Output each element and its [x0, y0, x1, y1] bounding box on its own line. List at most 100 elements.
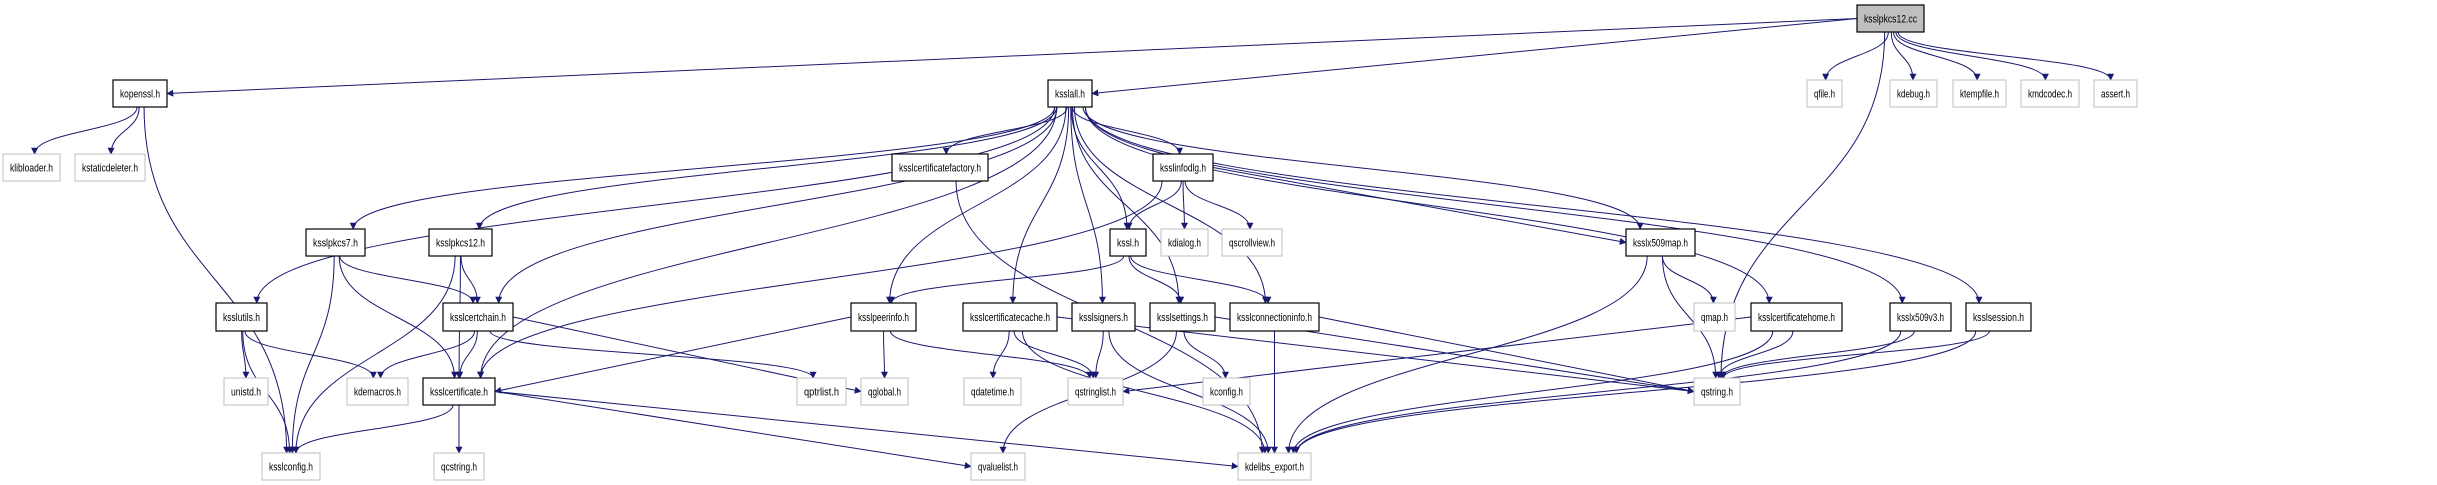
node-label: kdemacros.h [354, 387, 401, 399]
edge-ksslsession-h-to-qstring-h [1720, 330, 1990, 379]
node-ksslx509v3-h[interactable]: ksslx509v3.h [1889, 302, 1952, 332]
node-box [1071, 302, 1136, 332]
node-box [1237, 452, 1312, 481]
node-label: ksslx509v3.h [1897, 312, 1944, 324]
node-label: klibloader.h [10, 163, 53, 175]
node-box [1889, 79, 1938, 108]
node-box [1693, 302, 1736, 332]
node-ksslpeerinfo-h[interactable]: ksslpeerinfo.h [850, 302, 917, 332]
node-label: assert.h [2101, 89, 2130, 101]
edge-ksslinfodlg-h-to-ksslx509map-h [1212, 167, 1627, 245]
edge-ksslx509map-h-to-kdelibs-export-h [1285, 255, 1648, 454]
edge-ksslall-h-to-ksslcertificate-h [477, 106, 1058, 379]
node-box [1202, 377, 1251, 406]
node-box [433, 452, 485, 481]
node-ksslcertificatecache-h[interactable]: ksslcertificatecache.h [962, 302, 1058, 332]
node-ksslsigners-h[interactable]: ksslsigners.h [1071, 302, 1136, 332]
edge-ksslsession-h-to-kdelibs-export-h [1292, 330, 1977, 454]
edge-ksslpeerinfo-h-to-qstringlist-h [889, 330, 1094, 379]
node-label: kstaticdeleter.h [82, 163, 138, 175]
node-ksslpkcs12-cc[interactable]: ksslpkcs12.cc [1856, 4, 1925, 33]
node-ksslinfodlg-h[interactable]: ksslinfodlg.h [1152, 153, 1214, 182]
node-ksslsession-h[interactable]: ksslsession.h [1965, 302, 2032, 332]
node-box [112, 79, 168, 108]
edge-ksslcertificate-h-to-kdelibs-export-h [494, 391, 1239, 470]
edge-ksslcertificatecache-h-to-qstringlist-h [1013, 330, 1097, 379]
node-label: ksslpkcs7.h [313, 238, 358, 250]
edge-ksslall-h-to-ksslx509v3-h [1084, 106, 1906, 304]
node-qstring-h: qstring.h [1693, 377, 1741, 406]
node-label: ksslcertificate.h [430, 387, 488, 399]
edge-kssl-h-to-ksslconnectioninfo-h [1130, 255, 1272, 304]
edge-ksslutils-h-to-kdemacros-h [244, 330, 377, 379]
node-kssl-h[interactable]: kssl.h [1109, 228, 1147, 257]
node-kdialog-h: kdialog.h [1160, 228, 1209, 257]
edge-ksslpeerinfo-h-to-ksslcertificate-h [494, 316, 852, 394]
node-ksslcertificatefactory-h[interactable]: ksslcertificatefactory.h [891, 153, 989, 182]
edge-ksslcertificate-h-to-qvaluelist-h [494, 391, 972, 469]
node-label: qdatetime.h [971, 387, 1014, 399]
edge-ksslcertchain-h-to-ksslcertificate-h [456, 330, 478, 379]
edge-ksslcertificatehome-h-to-kdelibs-export-h [1290, 330, 1774, 454]
node-box [1750, 302, 1843, 332]
node-label: ksslconnectioninfo.h [1237, 312, 1312, 324]
node-label: ksslsession.h [1973, 312, 2024, 324]
edge-ksslall-h-to-ksslutils-h [253, 106, 1056, 304]
node-ksslconnectioninfo-h[interactable]: ksslconnectioninfo.h [1229, 302, 1320, 332]
edge-ksslsigners-h-to-kdelibs-export-h [1108, 330, 1272, 454]
node-label: qstringlist.h [1075, 387, 1116, 399]
node-label: kdialog.h [1168, 238, 1201, 250]
node-box [261, 452, 321, 481]
node-ksslpkcs12-h[interactable]: ksslpkcs12.h [428, 228, 493, 257]
edge-kopenssl-h-to-ksslconfig-h [143, 106, 291, 454]
edge-ksslpkcs12-cc-to-kmdcodec-h [1895, 31, 2049, 81]
node-label: ksslcertificatefactory.h [899, 163, 981, 175]
node-label: ksslx509map.h [1633, 238, 1688, 250]
edge-ksslall-h-to-ksslpkcs7-h [349, 106, 1056, 230]
node-label: qstring.h [1701, 387, 1733, 399]
node-label: ksslsettings.h [1157, 312, 1208, 324]
edge-ksslpkcs12-cc-to-qfile-h [1822, 31, 1889, 81]
node-box [2, 153, 61, 182]
edge-ksslcertificatecache-h-to-qdatetime-h [989, 330, 1010, 379]
node-box [1109, 228, 1147, 257]
edge-ksslpkcs12-h-to-ksslcertchain-h [460, 255, 481, 304]
node-qscrollview-h: qscrollview.h [1221, 228, 1283, 257]
node-kconfig-h: kconfig.h [1202, 377, 1251, 406]
node-box [442, 302, 514, 332]
edge-ksslx509v3-h-to-kdelibs-export-h [1292, 330, 1902, 454]
node-kmdcodec-h: kmdcodec.h [2020, 79, 2080, 108]
node-ksslx509map-h[interactable]: ksslx509map.h [1625, 228, 1696, 257]
edge-kssl-h-to-ksslsettings-h [1128, 255, 1185, 304]
node-kopenssl-h[interactable]: kopenssl.h [112, 79, 168, 108]
node-klibloader-h: klibloader.h [2, 153, 61, 182]
node-box [1229, 302, 1320, 332]
node-ksslpkcs7-h[interactable]: ksslpkcs7.h [305, 228, 366, 257]
edge-ksslpkcs7-h-to-ksslcertchain-h [339, 255, 477, 304]
node-ksslcertificate-h[interactable]: ksslcertificate.h [422, 377, 496, 406]
edge-ksslpkcs12-cc-to-kopenssl-h [166, 18, 1858, 97]
node-ksslutils-h[interactable]: ksslutils.h [215, 302, 268, 332]
edge-ksslall-h-to-ksslx509map-h [1082, 106, 1644, 230]
node-label: qcstring.h [441, 462, 477, 474]
node-label: ksslsigners.h [1079, 312, 1128, 324]
edge-ksslpkcs12-cc-to-kdebug-h [1890, 31, 1917, 81]
node-ksslsettings-h[interactable]: ksslsettings.h [1149, 302, 1216, 332]
node-qglobal-h: qglobal.h [860, 377, 909, 406]
edge-ksslpkcs7-h-to-ksslconfig-h [288, 255, 335, 454]
node-label: ksslpkcs12.cc [1864, 14, 1917, 26]
node-ksslcertificatehome-h[interactable]: ksslcertificatehome.h [1750, 302, 1843, 332]
edge-ksslx509map-h-to-qmap-h [1661, 255, 1717, 304]
node-box [1221, 228, 1283, 257]
node-label: ktempfile.h [1960, 89, 1999, 101]
node-qfile-h: qfile.h [1806, 79, 1843, 108]
edge-kssl-h-to-ksslpeerinfo-h [888, 255, 1125, 304]
node-ksslall-h[interactable]: ksslall.h [1047, 79, 1093, 108]
node-box [970, 452, 1026, 481]
node-box [2020, 79, 2080, 108]
node-box [963, 377, 1022, 406]
node-ksslcertchain-h[interactable]: ksslcertchain.h [442, 302, 514, 332]
node-label: kconfig.h [1210, 387, 1243, 399]
node-label: ksslall.h [1055, 89, 1085, 101]
